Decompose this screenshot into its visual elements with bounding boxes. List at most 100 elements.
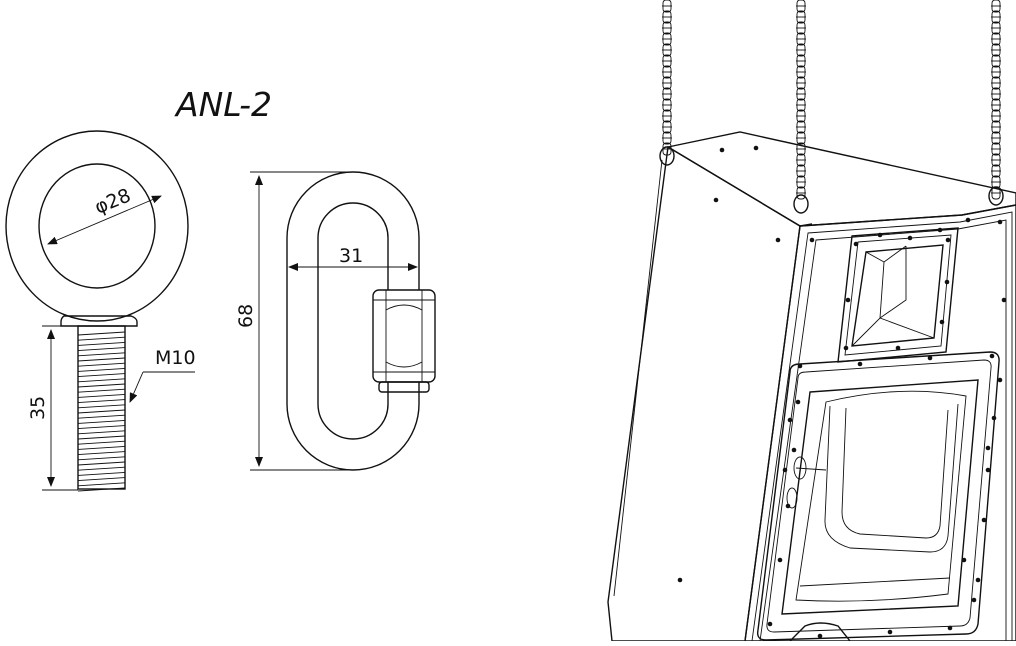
screw-head — [937, 227, 943, 233]
screw-head — [817, 633, 823, 639]
screw-head — [991, 415, 997, 421]
screw-head — [947, 625, 953, 631]
link-width-label: 31 — [339, 245, 363, 267]
rigging-eye — [793, 194, 809, 214]
port-detail — [786, 487, 798, 509]
screw-head — [843, 345, 849, 351]
thread-line — [77, 331, 126, 336]
thread-line — [77, 352, 126, 357]
screw-head — [775, 237, 781, 243]
ring-diameter-label: φ28 — [92, 184, 134, 218]
speaker-cabinet — [607, 0, 1016, 642]
screw-head — [719, 147, 725, 153]
cabinet-edge — [751, 211, 1013, 642]
thread-line — [77, 367, 126, 372]
link-inner — [317, 202, 389, 440]
thread-line — [77, 440, 126, 445]
screw-head — [853, 241, 859, 247]
eye-ring-outer — [5, 130, 189, 322]
screw-head — [767, 621, 773, 627]
thread-line — [77, 409, 126, 414]
eye-bolt: φ28 35 M10 — [5, 130, 196, 492]
quick-link: 31 68 — [235, 171, 436, 471]
lf-horn-flange — [756, 351, 1000, 641]
screw-head — [961, 557, 967, 563]
thread-line — [77, 362, 126, 367]
screw-head — [809, 237, 815, 243]
rigging-eye — [988, 186, 1004, 206]
lf-horn-throat — [824, 403, 959, 553]
figure-title: ANL-2 — [174, 85, 272, 124]
thread-line — [77, 341, 126, 346]
thread-line — [77, 466, 126, 471]
thread-line — [77, 430, 126, 435]
port-detail — [793, 456, 807, 480]
screw-head — [895, 345, 901, 351]
screw-head — [985, 467, 991, 473]
cabinet-bottom-cutout — [789, 622, 851, 642]
thread-leader — [129, 371, 144, 403]
screw-head — [857, 361, 863, 367]
thread-line — [77, 373, 126, 378]
thread-line — [77, 451, 126, 456]
screw-head — [785, 503, 791, 509]
lf-horn-wall — [795, 390, 967, 602]
hf-horn-mouth — [851, 244, 944, 347]
thread-line — [77, 388, 126, 393]
cabinet-edge — [759, 219, 1007, 642]
screw-head — [1001, 297, 1007, 303]
lf-horn-flange — [766, 359, 992, 633]
thread-line — [77, 393, 126, 398]
screw-head — [887, 629, 893, 635]
thread-line — [77, 425, 126, 430]
screw-head — [907, 235, 913, 241]
screw-head — [713, 197, 719, 203]
cabinet-front — [744, 204, 1016, 642]
thread-line — [77, 357, 126, 362]
screw-head — [965, 217, 971, 223]
thread-line — [77, 477, 126, 482]
hf-horn-flange — [837, 227, 959, 363]
link-length-label: 68 — [235, 304, 257, 328]
screw-head — [997, 219, 1003, 225]
thread-line — [77, 414, 126, 419]
screw-head — [795, 399, 801, 405]
eye-collar — [60, 315, 138, 327]
thread-line — [77, 347, 126, 352]
thread-size-label: M10 — [155, 347, 196, 369]
thread-line — [77, 399, 126, 404]
nut-line — [385, 361, 423, 368]
bolt-threads — [77, 331, 126, 492]
thread-line — [77, 482, 126, 487]
screw-head — [753, 145, 759, 151]
screw-head — [975, 577, 981, 583]
link-outer — [286, 171, 420, 471]
hf-horn-flange — [844, 234, 952, 356]
screw-head — [985, 445, 991, 451]
screw-head — [787, 417, 793, 423]
screw-head — [677, 577, 683, 583]
lf-horn-line — [795, 467, 827, 471]
nut-line — [385, 304, 423, 311]
screw-head — [791, 447, 797, 453]
thread-line — [77, 435, 126, 440]
screw-head — [845, 297, 851, 303]
screw-head — [971, 597, 977, 603]
thread-line — [77, 336, 126, 341]
link-nut-base — [378, 381, 430, 393]
thread-line — [77, 471, 126, 476]
screw-head — [981, 517, 987, 523]
screw-head — [927, 355, 933, 361]
screw-head — [777, 557, 783, 563]
cabinet-edge — [613, 159, 663, 597]
screw-head — [945, 237, 951, 243]
ring-diameter-line — [47, 195, 162, 245]
thread-line — [77, 383, 126, 388]
screw-head — [939, 319, 945, 325]
thread-line — [77, 419, 126, 424]
cabinet-side — [607, 145, 801, 642]
thread-line — [77, 445, 126, 450]
screw-head — [997, 377, 1003, 383]
